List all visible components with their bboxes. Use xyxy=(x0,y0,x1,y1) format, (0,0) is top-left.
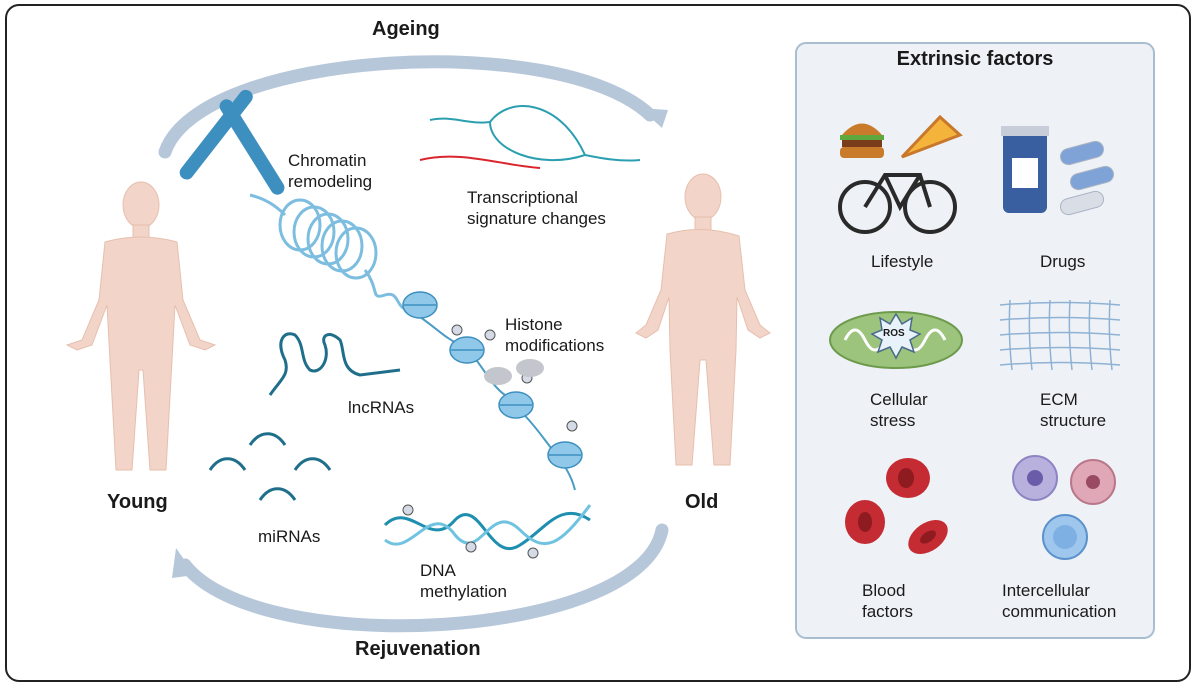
lncrnas-label: lncRNAs xyxy=(348,398,415,417)
ecm-mesh-icon xyxy=(999,299,1121,371)
cellular-stress-label: Cellular stress xyxy=(870,390,928,430)
mirnas-label: miRNAs xyxy=(258,527,321,546)
drugs-label: Drugs xyxy=(1040,252,1086,271)
lncrna-icon xyxy=(268,332,401,396)
pill-bottle-icon xyxy=(1001,126,1049,213)
ageing-arrow xyxy=(158,55,668,159)
figure-frame xyxy=(5,4,1191,682)
rejuvenation-label: Rejuvenation xyxy=(355,638,481,660)
transcriptional-label: Transcriptional signature changes xyxy=(467,188,606,228)
young-body-icon xyxy=(65,181,217,471)
blood-factors-label: Blood factors xyxy=(862,581,914,621)
burger-icon xyxy=(840,123,884,158)
capsule-icons xyxy=(1059,140,1115,216)
chromatin-label: Chromatin remodeling xyxy=(288,151,373,191)
mitochondrion-icon xyxy=(829,311,963,369)
mirna-icons xyxy=(208,432,332,501)
lifestyle-label: Lifestyle xyxy=(871,252,934,271)
ecm-structure-label: ECM structure xyxy=(1040,390,1107,430)
intercellular-label: Intercellular communication xyxy=(1002,581,1117,621)
dna-methylation-label: DNA methylation xyxy=(420,561,507,601)
methyl-mark-icons xyxy=(402,504,539,559)
red-blood-cell-icons xyxy=(845,458,948,555)
immune-cell-icons xyxy=(1012,455,1116,560)
old-body-icon xyxy=(635,173,771,466)
rejuvenation-arrow xyxy=(172,523,669,633)
extrinsic-title: Extrinsic factors xyxy=(896,48,1054,70)
chromosome-icon xyxy=(179,89,285,195)
pizza-icon xyxy=(900,114,963,159)
dna-helix-icon xyxy=(383,504,592,550)
ros-badge: ROS xyxy=(883,328,905,339)
young-label: Young xyxy=(107,491,168,513)
bicycle-icon xyxy=(838,173,957,234)
old-label: Old xyxy=(685,491,719,513)
chromatin-coil-icon xyxy=(249,193,411,312)
transcription-bubble-icon xyxy=(419,105,641,169)
ageing-label: Ageing xyxy=(372,18,440,40)
histone-label: Histone modifications xyxy=(505,315,605,355)
nucleosomes xyxy=(402,291,583,469)
histone-enzyme-icons xyxy=(484,359,544,385)
